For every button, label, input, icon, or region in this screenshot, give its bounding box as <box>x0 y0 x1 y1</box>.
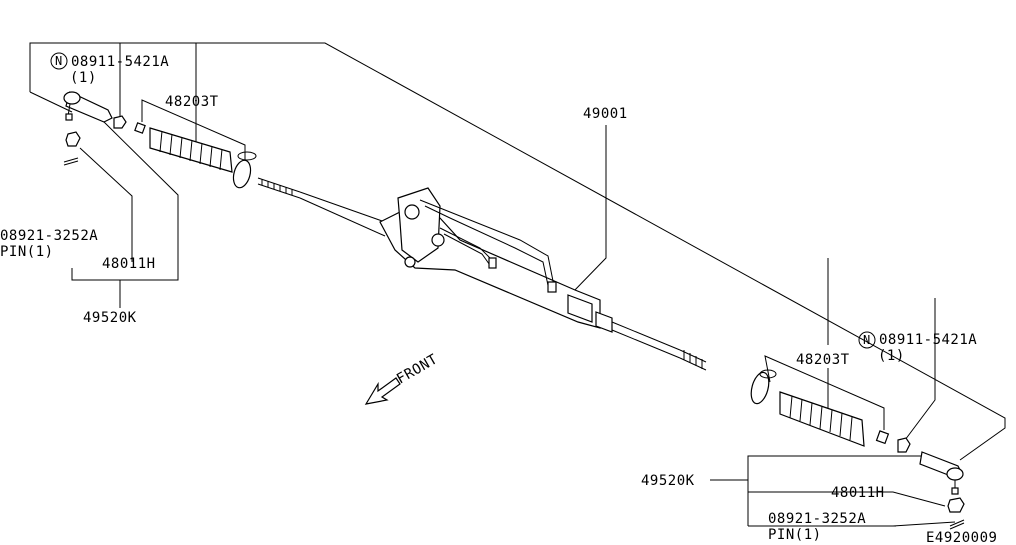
n-badge-icon <box>858 331 876 349</box>
boot-right <box>779 391 865 447</box>
leader-lines <box>29 42 1006 527</box>
part-desc: PIN(1) <box>0 244 54 260</box>
cotter-pin-left <box>63 157 79 166</box>
badge-text: N <box>863 333 871 347</box>
lock-nut-right <box>897 437 911 453</box>
front-direction-arrow-icon <box>364 377 401 405</box>
tie-rod-end-right <box>919 451 964 495</box>
boot-clip-small-right <box>875 430 890 445</box>
boot-left <box>149 127 233 173</box>
tie-rod-right-label: 49520K <box>641 473 695 489</box>
boot-clip-small-left <box>134 122 146 134</box>
part-number: 08921-3252A <box>0 228 98 244</box>
pin-right-label: 08921-3252A PIN(1) <box>768 511 866 543</box>
part-number: 08921-3252A <box>768 511 866 527</box>
castle-nut-left <box>65 131 81 147</box>
front-label: FRONT <box>394 351 441 387</box>
lock-nut-left <box>113 115 127 129</box>
socket-right-label: 48011H <box>831 485 885 501</box>
nut-right-label: N 08911-5421A (1) <box>858 331 977 364</box>
part-qty: (1) <box>878 348 905 364</box>
boot-clamp-left <box>232 151 257 189</box>
diagram-code: E4920009 <box>926 530 997 545</box>
castle-nut-right <box>947 497 965 513</box>
n-badge-icon <box>50 52 68 70</box>
part-qty: (1) <box>70 70 97 86</box>
gear-assembly-label: 49001 <box>583 106 628 122</box>
tie-rod-end-left <box>63 91 113 123</box>
boot-right-label: 48203T <box>796 352 850 368</box>
badge-text: N <box>55 54 63 68</box>
cotter-pin-right <box>949 519 965 530</box>
part-number: 08911-5421A <box>879 332 977 348</box>
tie-rod-left-label: 49520K <box>83 310 137 326</box>
pin-left-label: 08921-3252A PIN(1) <box>0 228 98 260</box>
socket-left-label: 48011H <box>102 256 156 272</box>
nut-left-label: N 08911-5421A (1) <box>50 52 169 86</box>
boot-clamp-right <box>750 369 777 405</box>
steering-gear-rack <box>257 177 707 371</box>
part-desc: PIN(1) <box>768 527 822 543</box>
boot-left-label: 48203T <box>165 94 219 110</box>
part-number: 08911-5421A <box>71 54 169 70</box>
